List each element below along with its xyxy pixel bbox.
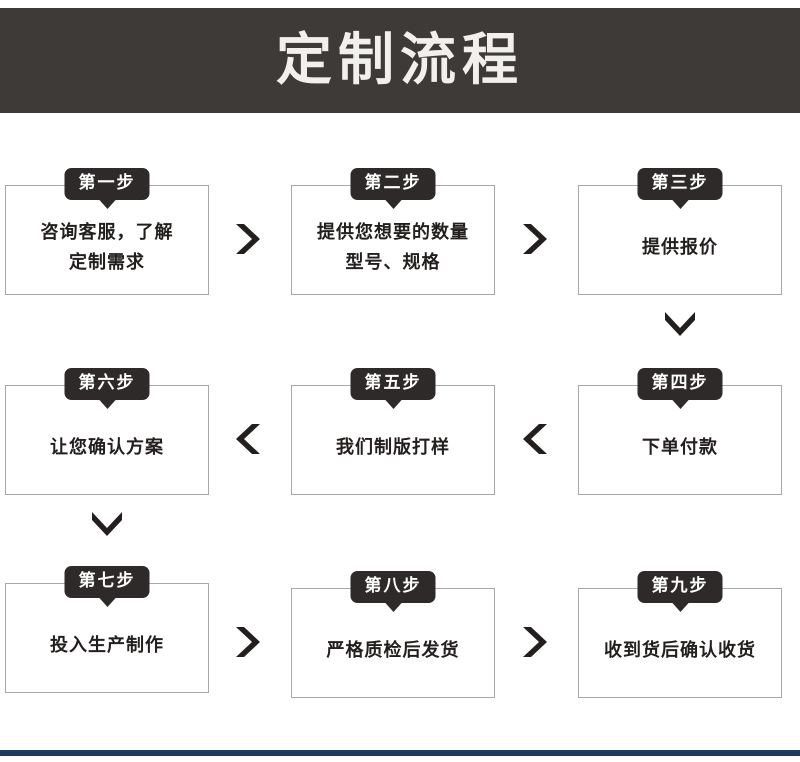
arrow-step1-to-step2 <box>227 218 269 260</box>
step-content-3: 提供报价 <box>579 186 781 294</box>
arrow-step4-to-step5 <box>514 418 556 460</box>
step-badge-9: 第九步 <box>637 571 723 603</box>
step-content-8: 严格质检后发货 <box>292 589 494 697</box>
step-content-6: 让您确认方案 <box>6 386 208 494</box>
step-text-line: 严格质检后发货 <box>326 640 460 661</box>
step-card-6[interactable]: 第六步 让您确认方案 <box>5 368 209 495</box>
arrow-step8-to-step9 <box>514 621 556 663</box>
step-card-3[interactable]: 第三步 提供报价 <box>578 168 782 295</box>
step-text-line: 咨询客服，了解 <box>40 222 174 243</box>
step-badge-3: 第三步 <box>637 168 723 200</box>
arrow-step7-to-step8 <box>227 621 269 663</box>
step-badge-2: 第二步 <box>350 168 436 200</box>
step-text-line: 让您确认方案 <box>50 437 164 458</box>
step-content-9: 收到货后确认收货 <box>579 589 781 697</box>
step-text-line: 提供报价 <box>642 237 718 258</box>
step-badge-4: 第四步 <box>637 368 723 400</box>
step-badge-7: 第七步 <box>64 566 150 598</box>
step-badge-6: 第六步 <box>64 368 150 400</box>
step-text-line: 提供您想要的数量 <box>317 222 469 243</box>
step-text-line: 型号、规格 <box>345 252 441 273</box>
arrow-step6-to-step7 <box>86 503 128 545</box>
step-card-8[interactable]: 第八步 严格质检后发货 <box>291 571 495 698</box>
step-text-line: 下单付款 <box>642 437 718 458</box>
step-content-4: 下单付款 <box>579 386 781 494</box>
step-content-5: 我们制版打样 <box>292 386 494 494</box>
step-text-line: 收到货后确认收货 <box>604 640 756 661</box>
step-badge-8: 第八步 <box>350 571 436 603</box>
process-flow-diagram: 第一步 咨询客服，了解 定制需求 第二步 提供您想要的数量 型号、规格 第三步 … <box>0 113 800 750</box>
step-card-4[interactable]: 第四步 下单付款 <box>578 368 782 495</box>
arrow-step5-to-step6 <box>227 418 269 460</box>
arrow-step3-to-step4 <box>659 303 701 345</box>
bottom-divider <box>0 750 800 756</box>
step-text-line: 投入生产制作 <box>50 635 164 656</box>
step-card-2[interactable]: 第二步 提供您想要的数量 型号、规格 <box>291 168 495 295</box>
step-card-9[interactable]: 第九步 收到货后确认收货 <box>578 571 782 698</box>
step-card-7[interactable]: 第七步 投入生产制作 <box>5 566 209 693</box>
step-card-5[interactable]: 第五步 我们制版打样 <box>291 368 495 495</box>
step-text-line: 定制需求 <box>69 252 145 273</box>
header-banner: 定制流程 <box>0 8 800 113</box>
page-title: 定制流程 <box>276 27 524 93</box>
step-content-7: 投入生产制作 <box>6 584 208 692</box>
arrow-step2-to-step3 <box>514 218 556 260</box>
step-badge-5: 第五步 <box>350 368 436 400</box>
step-badge-1: 第一步 <box>64 168 150 200</box>
step-card-1[interactable]: 第一步 咨询客服，了解 定制需求 <box>5 168 209 295</box>
step-content-2: 提供您想要的数量 型号、规格 <box>292 186 494 294</box>
step-content-1: 咨询客服，了解 定制需求 <box>6 186 208 294</box>
step-text-line: 我们制版打样 <box>336 437 450 458</box>
